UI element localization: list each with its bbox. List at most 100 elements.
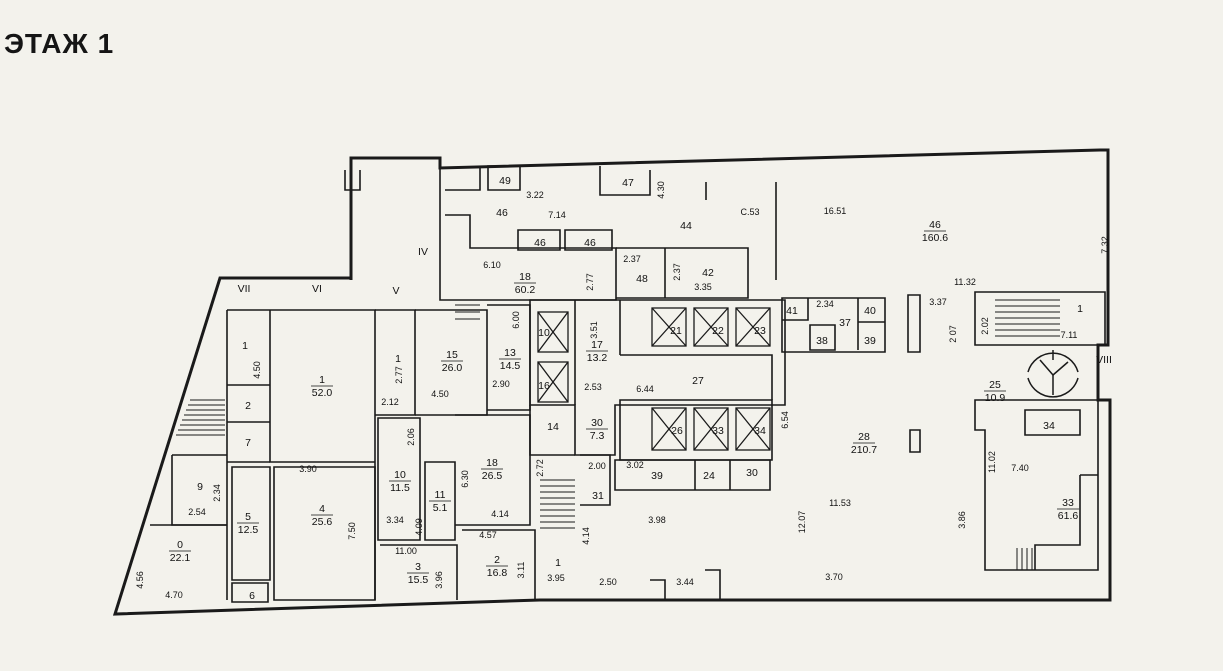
room-number: 25 [989, 379, 1001, 391]
room-1-label: 152.0 [311, 374, 333, 399]
room-number: 1 [395, 353, 401, 365]
room-1-label: 1 [395, 353, 401, 365]
dimension-label: 2.37 [623, 254, 641, 264]
room-6-label: 6 [249, 590, 255, 602]
room-number: 34 [754, 425, 766, 437]
axis-marker-iv: IV [418, 246, 428, 258]
room-number: 34 [1043, 420, 1055, 432]
room-number: 6 [249, 590, 255, 602]
room-number: 46 [534, 237, 546, 249]
room-number: 16 [538, 380, 550, 392]
revolving-door [1027, 350, 1079, 398]
room-48-label: 48 [636, 273, 648, 285]
dimension-label: 4.09 [414, 518, 424, 536]
room-area: 16.8 [487, 567, 508, 579]
dimension-label: 7.40 [1011, 463, 1029, 473]
dimension-label: 3.34 [386, 515, 404, 525]
room-number: 11 [435, 489, 446, 501]
room-40-label: 40 [864, 305, 876, 317]
dimension-label: 6.30 [460, 470, 470, 488]
dimension-label: 3.02 [626, 460, 644, 470]
dimension-label: 2.37 [672, 263, 682, 281]
room-11-label: 115.1 [429, 489, 451, 514]
dimension-label: C.53 [740, 207, 759, 217]
room-0-label: 022.1 [169, 539, 191, 564]
room-area: 52.0 [312, 387, 333, 399]
room-26-label: 26 [671, 425, 683, 437]
axis-marker-vi: VI [312, 283, 322, 295]
dimension-label: 2.00 [588, 461, 606, 471]
room-area: 26.0 [442, 362, 463, 374]
room-number: 1 [555, 557, 561, 569]
room-39-label: 39 [651, 470, 663, 482]
room-37-label: 37 [839, 317, 851, 329]
room-number: 47 [622, 177, 634, 189]
dimension-label: 4.14 [581, 527, 591, 545]
room-number: 2 [245, 400, 251, 412]
room-number: 9 [197, 481, 203, 493]
room-area: 210.7 [851, 444, 877, 456]
room-number: 30 [746, 467, 758, 479]
room-number: 2 [494, 554, 500, 566]
room-area: 60.2 [515, 284, 536, 296]
room-area: 26.5 [482, 470, 503, 482]
room-number: 24 [703, 470, 715, 482]
room-number: 40 [864, 305, 876, 317]
dimension-label: 3.37 [929, 297, 947, 307]
room-4-label: 425.6 [311, 503, 333, 528]
dimension-label: 7.11 [1061, 330, 1078, 340]
dimension-label: 4.50 [252, 361, 262, 379]
room-number: 23 [754, 325, 766, 337]
room-21-label: 21 [670, 325, 682, 337]
dimension-label: 3.22 [526, 190, 544, 200]
room-number: 1 [1077, 303, 1083, 315]
dimension-label: 2 07 [948, 325, 958, 343]
dimension-label: 2.02 [980, 317, 990, 335]
room-number: 18 [486, 457, 498, 469]
dimension-label: 2.34 [816, 299, 834, 309]
room-number: 3 [415, 561, 421, 573]
dimension-label: 4.30 [656, 181, 666, 199]
room-number: 48 [636, 273, 648, 285]
room-34-label: 34 [754, 425, 766, 437]
dimension-label: 2.12 [381, 397, 399, 407]
axis-marker-vii: VII [238, 283, 251, 295]
room-number: 27 [692, 375, 704, 387]
room-7-label: 7 [245, 437, 251, 449]
room-area: 5.1 [433, 502, 448, 514]
room-number: 1 [242, 340, 248, 352]
dimension-label: 2.72 [535, 459, 545, 477]
room-area: 12.5 [238, 524, 259, 536]
room-1-label: 1 [242, 340, 248, 352]
dimension-label: 6.00 [511, 311, 521, 329]
room-31-label: 31 [592, 490, 604, 502]
room-46-label: 46 [534, 237, 546, 249]
dimension-label: 11.32 [954, 277, 976, 287]
dimension-label: 2.90 [492, 379, 510, 389]
elevator-shafts [537, 307, 771, 451]
dimension-label: 2.06 [406, 428, 416, 446]
room-area: 7.3 [590, 430, 605, 442]
room-number: 46 [929, 219, 941, 231]
dimension-label: 6.10 [483, 260, 501, 270]
dimension-label: 11.02 [987, 451, 997, 473]
dimension-label: 4.56 [135, 571, 145, 589]
room-number: 28 [858, 431, 870, 443]
room-area: 14.5 [500, 360, 521, 372]
room-area: 13.2 [587, 352, 608, 364]
room-46-label: 46 [584, 237, 596, 249]
room-number: 31 [592, 490, 604, 502]
dimension-label: 2.34 [212, 484, 222, 502]
dimension-label: 3.98 [648, 515, 666, 525]
room-number: 33 [1062, 497, 1074, 509]
dimension-label: 7.30 [0, 0, 9, 2]
room-41-label: 41 [786, 305, 798, 317]
room-area: 160.6 [922, 232, 948, 244]
